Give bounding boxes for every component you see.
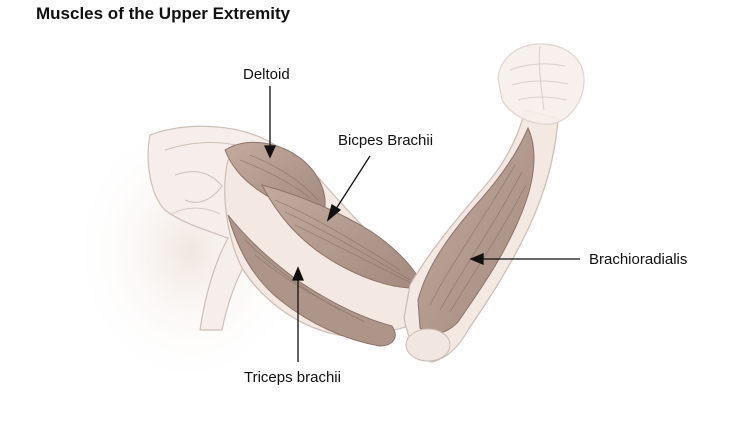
- triceps-muscle: [227, 214, 396, 347]
- label-biceps-brachii: Bicpes Brachii: [338, 132, 433, 149]
- collarbone-sketch: [164, 142, 241, 151]
- scapula-sketch: [174, 171, 223, 203]
- brachioradialis-muscle: [417, 126, 535, 335]
- label-triceps-brachii: Triceps brachii: [244, 369, 341, 386]
- diagram-title: Muscles of the Upper Extremity: [36, 4, 291, 23]
- brachioradialis-arrowhead: [469, 253, 484, 265]
- leader-lines: [263, 86, 580, 362]
- label-brachioradialis: Brachioradialis: [589, 251, 687, 268]
- biceps-leader: [333, 155, 371, 213]
- triceps-arrowhead: [292, 266, 304, 281]
- rib-sketch: [169, 207, 221, 216]
- elbow: [405, 328, 451, 362]
- forearm-fibres: [429, 164, 527, 313]
- biceps-arrowhead: [326, 203, 342, 222]
- deltoid-arrowhead: [263, 145, 277, 159]
- label-deltoid: Deltoid: [243, 66, 290, 83]
- upper-arm-fibres: [239, 154, 416, 323]
- finger-sketch: [509, 45, 569, 111]
